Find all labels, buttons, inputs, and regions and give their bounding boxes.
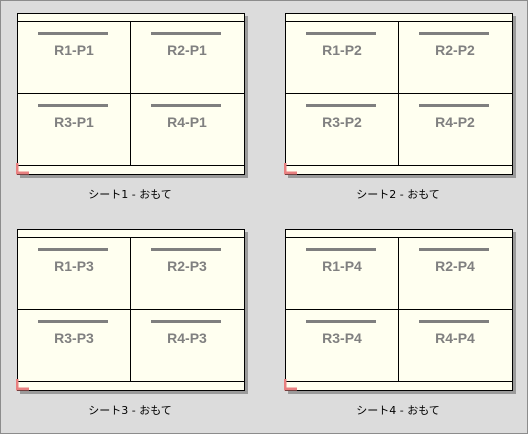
sheet-paper: R1-P3 R2-P3 R3-P3 R4-P3 [16,229,245,391]
row-divider [286,309,512,310]
header-bar [306,104,376,107]
header-bar [38,32,108,35]
top-margin-line [18,21,244,22]
header-bar [306,320,376,323]
page-cell: R3-P4 [286,310,398,381]
page-label: R1-P1 [54,42,94,58]
bottom-margin-line [18,381,244,382]
sheet-4: R1-P4 R2-P4 R3-P4 R4-P4 シート4 - おもて [269,217,528,434]
page-label: R2-P1 [167,42,207,58]
page-label: R4-P4 [435,330,475,346]
sheet-paper: R1-P4 R2-P4 R3-P4 R4-P4 [284,229,513,391]
page-cell: R2-P4 [399,238,511,309]
sheet-1: R1-P1 R2-P1 R3-P1 R4-P1 シート1 - おもて [1,1,269,218]
sheet-caption: シート4 - おもて [356,404,440,417]
page-cell: R2-P1 [131,22,243,93]
sheet-caption: シート3 - おもて [88,404,172,417]
page-cell: R4-P3 [131,310,243,381]
page-label: R2-P3 [167,258,207,274]
page-label: R3-P4 [322,330,362,346]
page-label: R3-P3 [54,330,94,346]
page-cell: R1-P3 [18,238,130,309]
bottom-margin-line [286,165,512,166]
row-divider [18,93,244,94]
row-divider [286,93,512,94]
page-cell: R3-P2 [286,94,398,165]
header-bar [38,320,108,323]
page-label: R4-P3 [167,330,207,346]
sheet-caption: シート1 - おもて [88,188,172,201]
header-bar [151,104,221,107]
header-bar [419,32,489,35]
page-cell: R1-P1 [18,22,130,93]
page-cell: R1-P4 [286,238,398,309]
page-label: R3-P1 [54,114,94,130]
page-cell: R4-P2 [399,94,511,165]
corner-mark-icon [16,163,29,175]
header-bar [419,104,489,107]
corner-mark-icon [284,379,297,391]
page-cell: R2-P2 [399,22,511,93]
page-label: R1-P4 [322,258,362,274]
corner-mark-icon [16,379,29,391]
page-cell: R3-P1 [18,94,130,165]
header-bar [306,248,376,251]
header-bar [38,104,108,107]
sheet-3: R1-P3 R2-P3 R3-P3 R4-P3 シート3 - おもて [1,217,269,434]
top-margin-line [286,237,512,238]
page-cell: R3-P3 [18,310,130,381]
corner-mark-icon [284,163,297,175]
page-label: R1-P3 [54,258,94,274]
bottom-margin-line [18,165,244,166]
page-cell: R4-P4 [399,310,511,381]
row-divider [18,309,244,310]
header-bar [38,248,108,251]
header-bar [419,320,489,323]
page-label: R2-P2 [435,42,475,58]
sheet-paper: R1-P2 R2-P2 R3-P2 R4-P2 [284,13,513,175]
page-cell: R1-P2 [286,22,398,93]
page-label: R4-P1 [167,114,207,130]
sheet-2: R1-P2 R2-P2 R3-P2 R4-P2 シート2 - おもて [269,1,528,218]
top-margin-line [18,237,244,238]
header-bar [306,32,376,35]
top-margin-line [286,21,512,22]
header-bar [419,248,489,251]
page-label: R3-P2 [322,114,362,130]
bottom-margin-line [286,381,512,382]
page-cell: R4-P1 [131,94,243,165]
page-cell: R2-P3 [131,238,243,309]
header-bar [151,320,221,323]
header-bar [151,32,221,35]
sheet-paper: R1-P1 R2-P1 R3-P1 R4-P1 [16,13,245,175]
header-bar [151,248,221,251]
page-label: R1-P2 [322,42,362,58]
page-label: R4-P2 [435,114,475,130]
page-label: R2-P4 [435,258,475,274]
sheet-caption: シート2 - おもて [356,188,440,201]
